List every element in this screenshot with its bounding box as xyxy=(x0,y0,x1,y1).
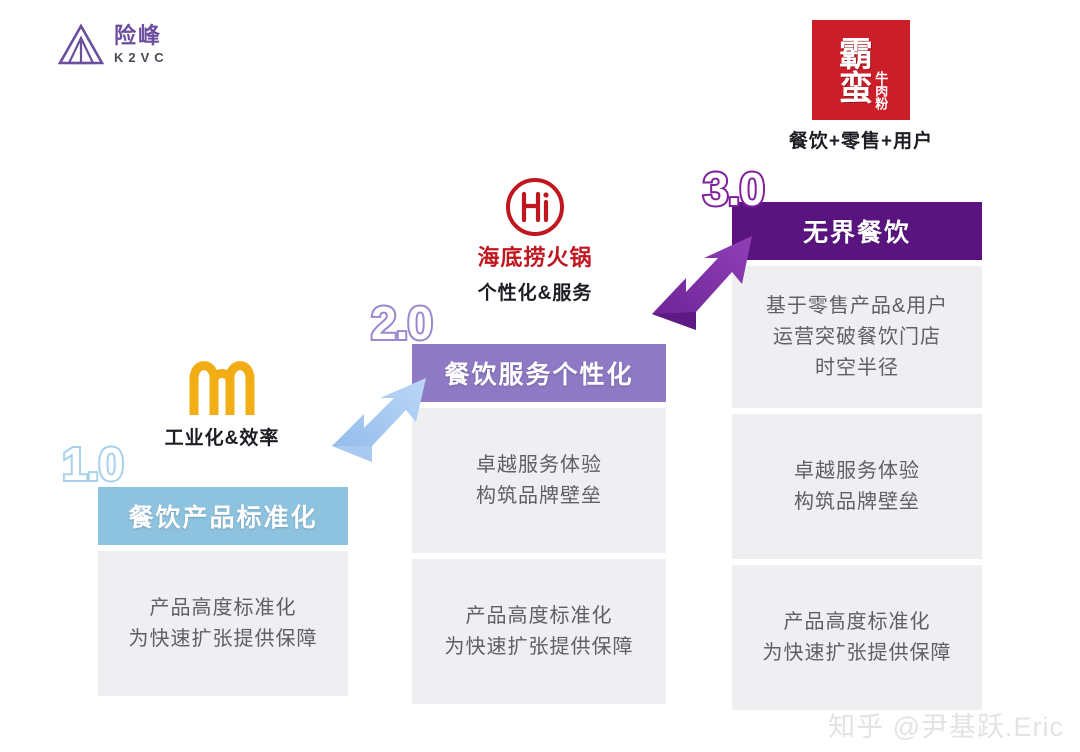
brand-name-cn: 险峰 xyxy=(114,22,163,48)
stage3-header[interactable]: 无界餐饮 xyxy=(732,202,982,260)
arrow-stage1-to-stage2 xyxy=(332,378,426,462)
brand-name-en: K2VC xyxy=(114,49,169,65)
stage1-logo-caption: 工业化&效率 xyxy=(164,428,280,449)
stage2-header[interactable]: 餐饮服务个性化 xyxy=(412,344,666,402)
mcdonalds-logo xyxy=(189,361,255,415)
stage3-logo-caption: 餐饮+零售+用户 xyxy=(788,131,934,152)
stage3-version-badge: 3.0 xyxy=(701,163,767,215)
haidilao-badge-icon xyxy=(506,178,564,236)
watermark: 知乎 @尹基跃.Eric xyxy=(828,712,1064,742)
stage3-panel-1: 基于零售产品&用户运营突破餐饮门店时空半径 xyxy=(732,266,982,408)
haidilao-brand-name: 海底捞火锅 xyxy=(477,245,593,270)
brand-logo: 险峰 K2VC xyxy=(58,22,169,66)
baman-logo: 霸蛮 牛肉粉 xyxy=(812,20,910,120)
stage1-panel-1: 产品高度标准化为快速扩张提供保障 xyxy=(98,551,348,696)
baman-logo-main-text: 霸蛮 xyxy=(832,36,873,104)
stage2-version-badge: 2.0 xyxy=(369,297,435,349)
stage3-logo-block: 霸蛮 牛肉粉 餐饮+零售+用户 xyxy=(786,20,936,153)
stage2-panel-2-text: 产品高度标准化为快速扩张提供保障 xyxy=(444,604,634,658)
stage1-logo-block: 工业化&效率 xyxy=(147,355,297,450)
stage3-panel-1-text: 基于零售产品&用户运营突破餐饮门店时空半径 xyxy=(765,294,949,379)
stage3-panel-3-text: 产品高度标准化为快速扩张提供保障 xyxy=(762,610,952,664)
stage1-version-badge: 1.0 xyxy=(60,438,126,490)
stage3-panel-2-text: 卓越服务体验构筑品牌壁垒 xyxy=(794,459,920,513)
baman-logo-sub-text: 牛肉粉 xyxy=(872,71,888,110)
stage3-panel-2: 卓越服务体验构筑品牌壁垒 xyxy=(732,414,982,559)
stage1-panel-1-text: 产品高度标准化为快速扩张提供保障 xyxy=(128,596,318,650)
stage3-panel-3: 产品高度标准化为快速扩张提供保障 xyxy=(732,565,982,710)
stage1-column: 餐饮产品标准化 产品高度标准化为快速扩张提供保障 xyxy=(98,487,348,696)
stage2-logo-block: 海底捞火锅 个性化&服务 xyxy=(460,176,610,305)
stage2-panel-1-text: 卓越服务体验构筑品牌壁垒 xyxy=(476,453,602,507)
arrow-stage2-to-stage3 xyxy=(652,236,752,330)
stage2-panel-2: 产品高度标准化为快速扩张提供保障 xyxy=(412,559,666,704)
k2vc-triangle-icon xyxy=(58,23,104,65)
stage1-header[interactable]: 餐饮产品标准化 xyxy=(98,487,348,545)
stage3-column: 无界餐饮 基于零售产品&用户运营突破餐饮门店时空半径 卓越服务体验构筑品牌壁垒 … xyxy=(732,202,982,710)
stage2-panel-1: 卓越服务体验构筑品牌壁垒 xyxy=(412,408,666,553)
stage2-column: 餐饮服务个性化 卓越服务体验构筑品牌壁垒 产品高度标准化为快速扩张提供保障 xyxy=(412,344,666,704)
stage2-logo-caption: 个性化&服务 xyxy=(477,283,593,304)
